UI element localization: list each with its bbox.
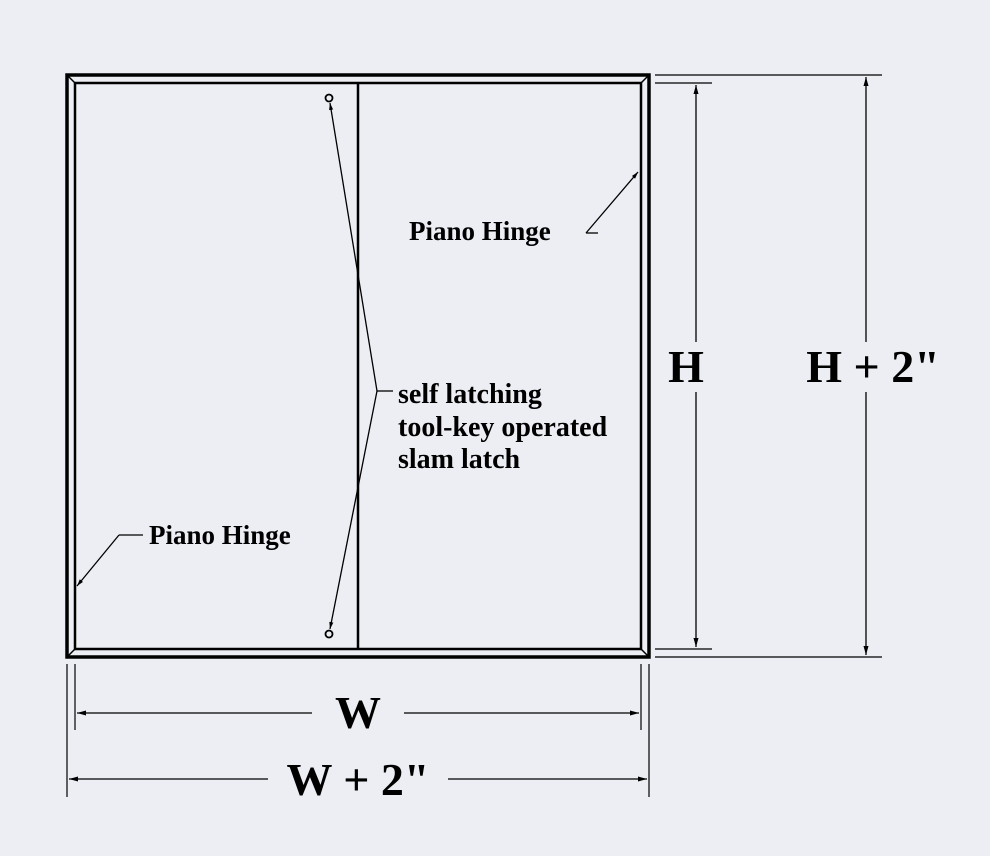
outer-frame xyxy=(65,73,651,659)
latch-point-top xyxy=(324,93,334,103)
piano-hinge-label-left: Piano Hinge xyxy=(149,520,291,550)
hinge-leader-right xyxy=(585,171,639,234)
latch-label-line3: slam latch xyxy=(398,444,521,475)
latch-leader xyxy=(329,102,393,630)
latch-label-line2: tool-key operated xyxy=(398,412,608,443)
dimension-w xyxy=(74,664,642,730)
latch-point-bottom xyxy=(324,629,334,639)
dimension-w-plus-label: W + 2" xyxy=(287,754,430,805)
dimension-h-plus-label: H + 2" xyxy=(806,341,940,392)
hinge-leader-left xyxy=(76,534,143,587)
dimension-h-label: H xyxy=(668,341,704,392)
dimension-w-plus xyxy=(66,664,650,797)
dimension-w-label: W xyxy=(335,687,381,738)
latch-label-line1: self latching xyxy=(398,379,542,410)
dimension-h xyxy=(655,82,712,650)
dimension-h-plus xyxy=(655,74,882,658)
piano-hinge-label-right: Piano Hinge xyxy=(409,216,551,246)
